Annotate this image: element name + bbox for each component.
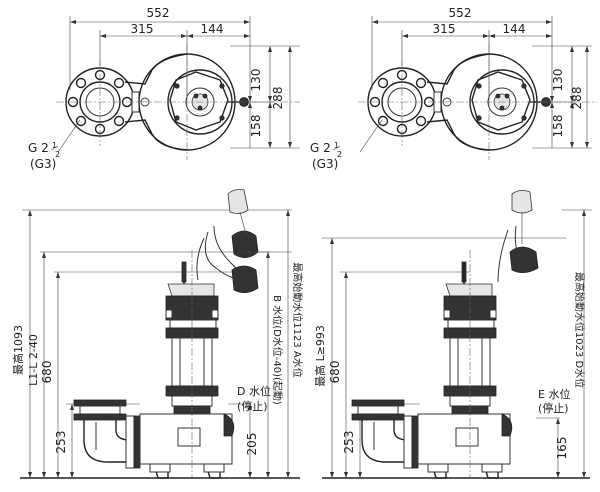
top-dim-144: 144 bbox=[503, 22, 526, 36]
discharge-elbow bbox=[351, 399, 419, 469]
top-dim-315: 315 bbox=[131, 22, 154, 36]
top-dim-158: 158 bbox=[249, 115, 263, 138]
note-e-level-sub: (停止) bbox=[538, 401, 569, 415]
side-view-right: 最高 L≥993 680 253 最高始動水位1023 D水位 E 水位 (停止… bbox=[313, 190, 592, 479]
discharge-elbow bbox=[73, 399, 141, 469]
note-d-level-sub: (停止) bbox=[237, 399, 268, 413]
top-view-right: 552 315 144 130 158 288 bbox=[310, 6, 597, 171]
note-e-level: E 水位 bbox=[538, 387, 570, 401]
thread-frac-den: 2 bbox=[337, 150, 342, 159]
dim-165: 165 bbox=[555, 437, 569, 460]
thread-label: G 2 bbox=[28, 141, 49, 155]
dim-205: 205 bbox=[245, 433, 259, 456]
top-dim-288: 288 bbox=[570, 87, 584, 110]
top-dim-288: 288 bbox=[271, 87, 285, 110]
note-max-start: 最高始動水位1123 A水位 bbox=[291, 262, 304, 377]
float-switch-upper bbox=[227, 189, 259, 258]
thread-alt-label: (G3) bbox=[30, 157, 56, 171]
side-view-left: 最高1093 L1-L 2-40 680 253 最高始動水位1123 A水位 … bbox=[11, 189, 304, 479]
dim-max-height: 最高 L≥993 bbox=[313, 325, 327, 387]
dim-680: 680 bbox=[328, 361, 342, 384]
note-b-level: B 水位(D水位-40)(起動) bbox=[271, 295, 284, 405]
dim-680: 680 bbox=[40, 361, 54, 384]
top-dim-552: 552 bbox=[147, 6, 170, 20]
thread-frac-den: 2 bbox=[55, 150, 60, 159]
note-d-level: D 水位 bbox=[237, 384, 271, 398]
dim-253: 253 bbox=[54, 431, 68, 454]
top-dim-130: 130 bbox=[249, 69, 263, 92]
top-view-left: 552 315 144 130 158 288 bbox=[28, 6, 300, 171]
float-switch-lower bbox=[231, 265, 259, 293]
thread-frac-num: 1 bbox=[52, 141, 57, 150]
top-dim-144: 144 bbox=[201, 22, 224, 36]
thread-frac-num: 1 bbox=[334, 141, 339, 150]
dim-max-height: 最高1093 bbox=[11, 325, 25, 375]
top-dim-158: 158 bbox=[551, 115, 565, 138]
dim-253: 253 bbox=[342, 431, 356, 454]
top-dim-130: 130 bbox=[551, 69, 565, 92]
pump-volute bbox=[417, 413, 513, 479]
thread-label: G 2 bbox=[310, 141, 331, 155]
top-dim-315: 315 bbox=[433, 22, 456, 36]
note-max-start: 最高始動水位1023 D水位 bbox=[573, 272, 586, 388]
dim-l1-l2: L1-L 2-40 bbox=[27, 334, 40, 386]
pump-volute bbox=[139, 413, 235, 479]
top-dim-552: 552 bbox=[449, 6, 472, 20]
float-switch bbox=[509, 190, 539, 273]
thread-alt-label: (G3) bbox=[312, 157, 338, 171]
